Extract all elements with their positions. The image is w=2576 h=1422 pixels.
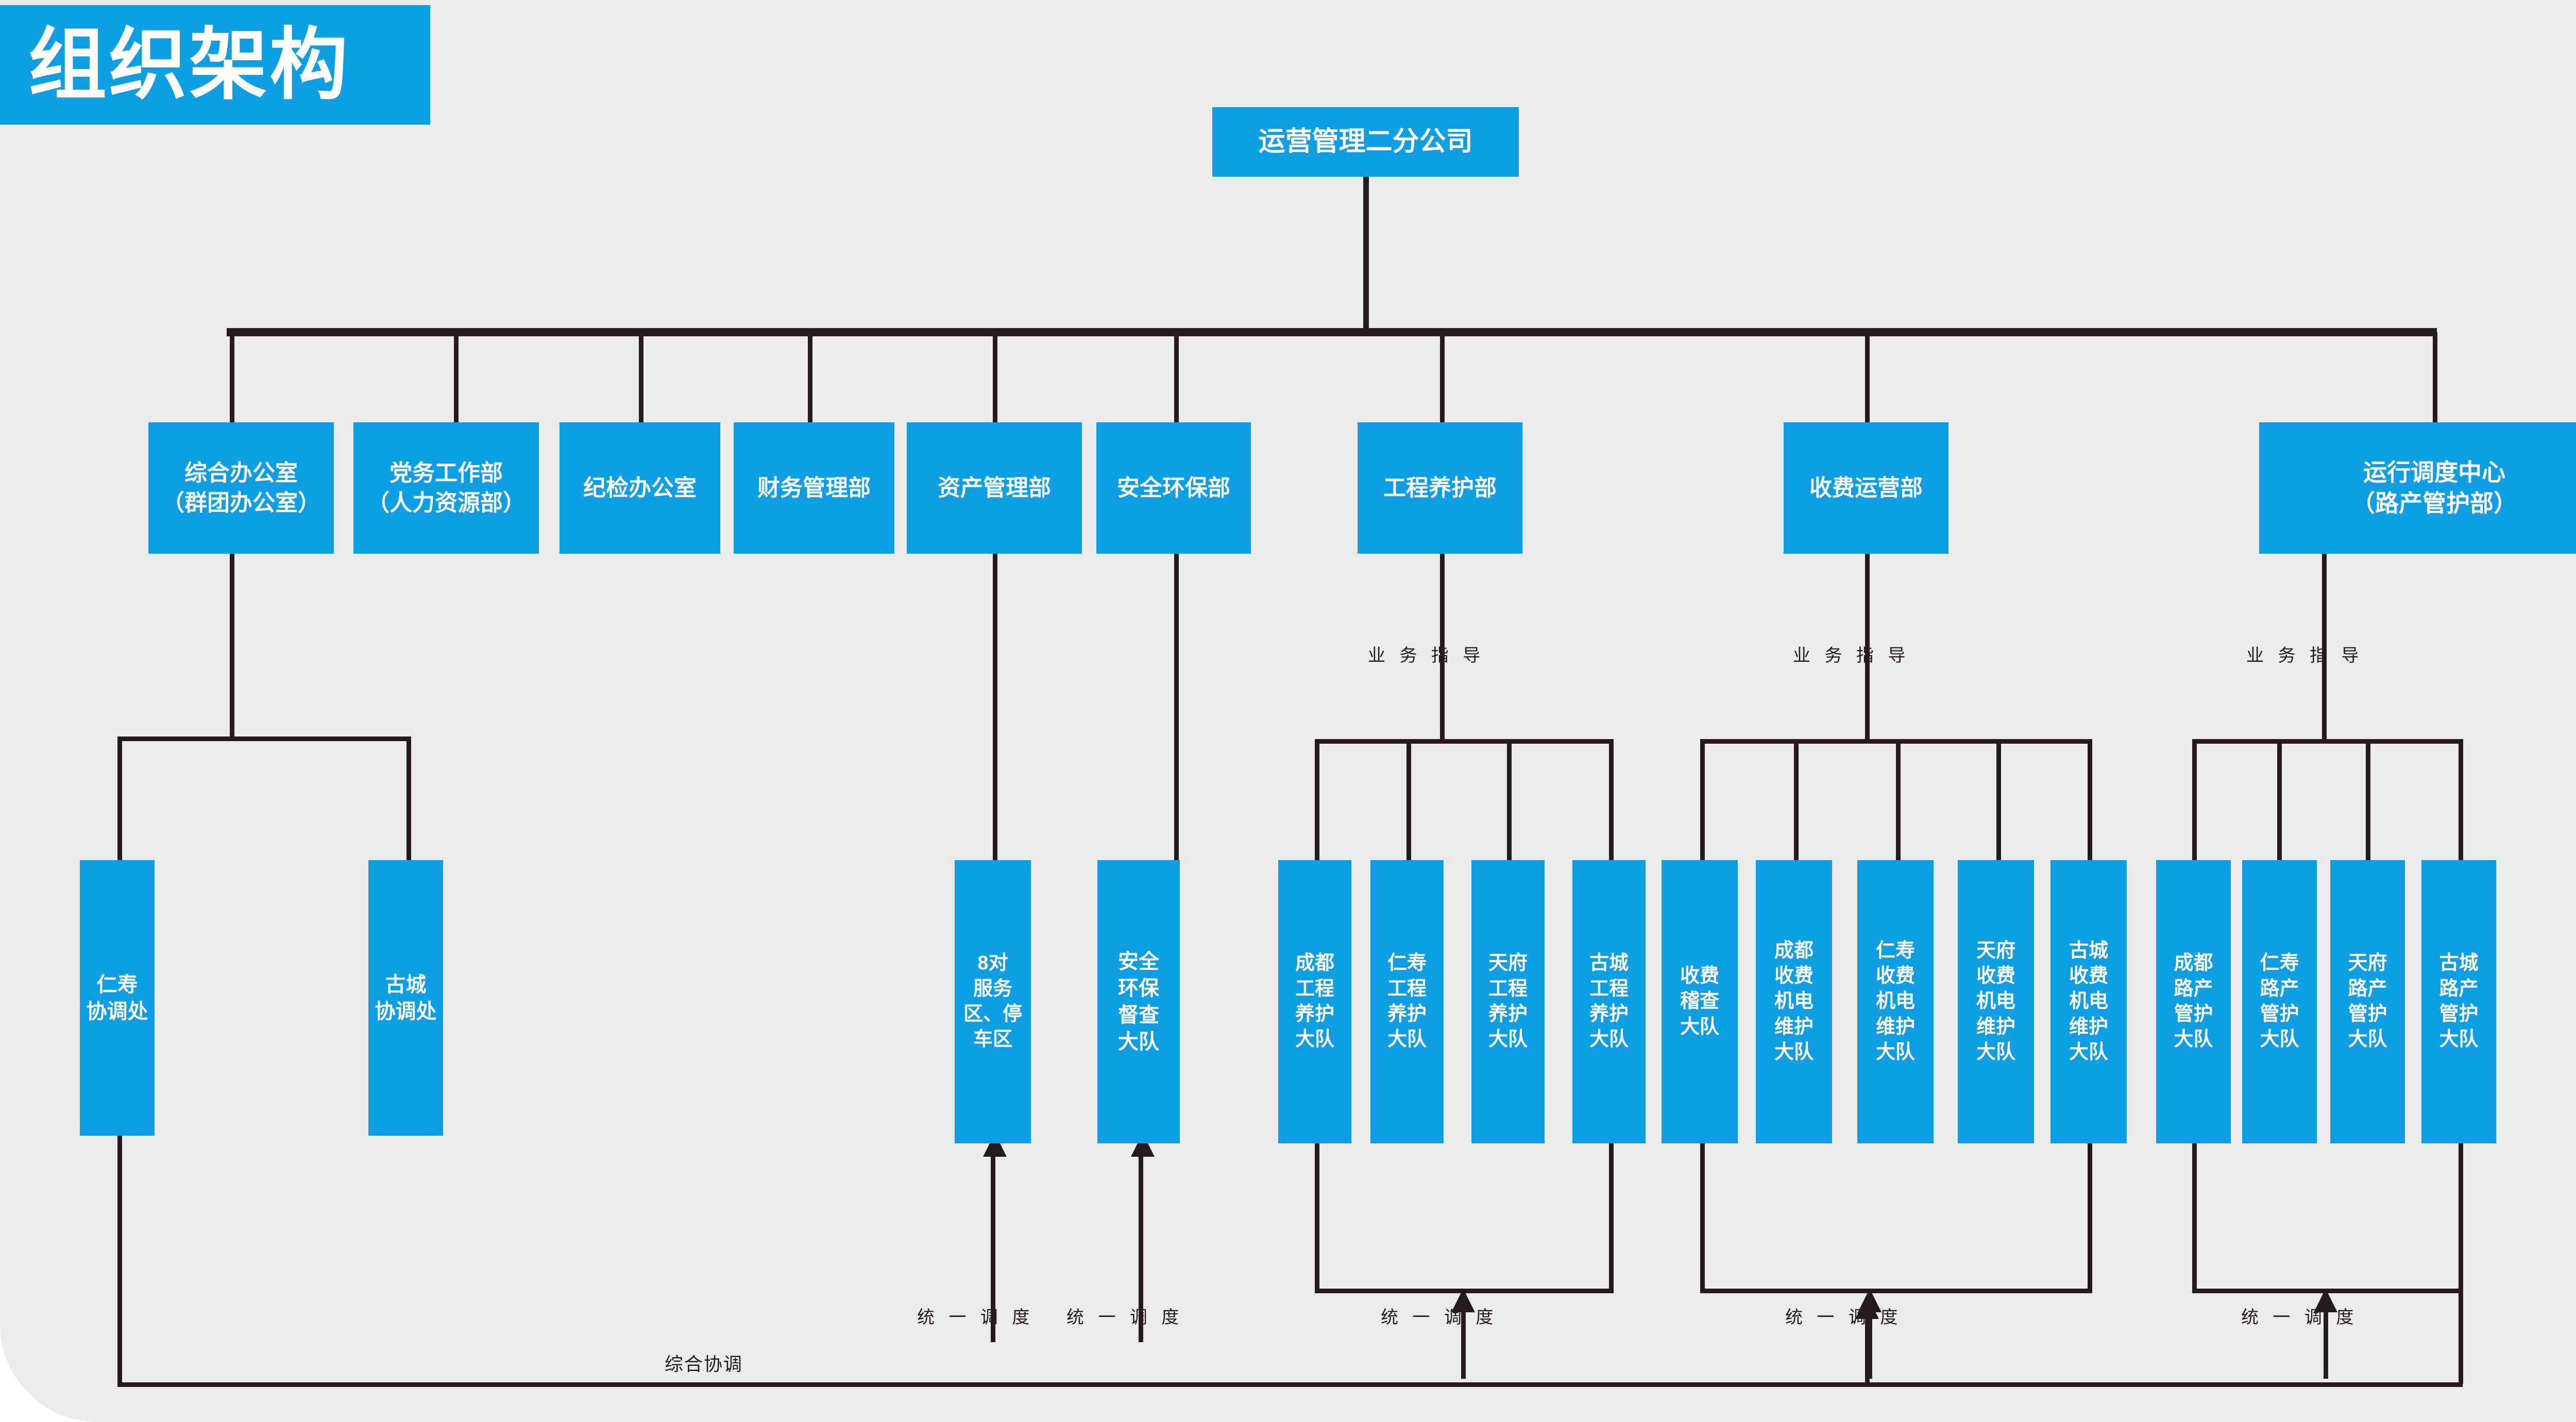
connector-eng-return-left [1315,1143,1319,1293]
node-dept-discipline[interactable]: 纪检办公室 [560,422,720,554]
connector-toll-return-bus [1700,1289,2092,1293]
connector-safety-arrow-stem [1139,1157,1143,1342]
connector-asset-to-servicearea [993,554,997,860]
connector-toll-return-left [1700,1143,1705,1293]
connector-eng-drop-rs [1406,739,1411,860]
connector-main-bus [227,328,2437,336]
connector-eng-drop-tf [1507,739,1512,860]
connector-toll-drop-rs [1896,739,1901,860]
connector-drop-toll [1865,332,1870,422]
connector-office-to-renshou [117,736,122,860]
connector-road-drop-cd [2192,739,2197,860]
node-dept-office[interactable]: 综合办公室 （群团办公室） [148,422,334,554]
node-unit-renshou-coordination[interactable]: 仁寿 协调处 [80,860,155,1136]
node-dept-finance[interactable]: 财务管理部 [734,422,894,554]
connector-toll-drop-gc [2088,739,2092,860]
node-dept-toll[interactable]: 收费运营部 [1784,422,1948,554]
connector-drop-asset [993,332,997,422]
arrow-coordination [1855,1295,1879,1319]
node-dept-party[interactable]: 党务工作部 （人力资源部） [353,422,539,554]
page-title-banner: 组织架构 [0,5,430,125]
arrow-eng-dispatch [1451,1289,1475,1312]
connector-toll-drop-audit [1700,739,1705,860]
connector-road-return-right [2459,1143,2463,1293]
edge-label-unified-dispatch-2: 统 一 调 度 [1066,1308,1184,1327]
connector-servicearea-arrow-stem [991,1157,995,1342]
connector-toll-drop-tf [1996,739,2001,860]
node-unit-service-parking-areas[interactable]: 8对 服务 区、停 车区 [955,860,1031,1143]
connector-road-drop-tf [2366,739,2370,860]
connector-drop-office [230,332,234,422]
edge-label-comprehensive-coordination: 综合协调 [665,1354,743,1375]
node-dept-dispatch[interactable]: 运行调度中心 （路产管护部） [2259,422,2576,554]
connector-road-drop-gc [2459,739,2463,860]
node-unit-tianfu-toll-maintenance-brigade[interactable]: 天府 收费 机电 维护 大队 [1958,860,2034,1143]
node-dept-safety[interactable]: 安全环保部 [1096,422,1251,554]
connector-office-bus [117,736,411,741]
connector-drop-dispatch [2433,332,2437,422]
node-unit-chengdu-engineering-brigade[interactable]: 成都 工程 养护 大队 [1278,860,1351,1143]
node-unit-gucheng-toll-maintenance-brigade[interactable]: 古城 收费 机电 维护 大队 [2050,860,2127,1143]
connector-eng-drop-cd [1315,739,1319,860]
connector-drop-discipline [639,332,643,422]
node-unit-renshou-road-brigade[interactable]: 仁寿 路产 管护 大队 [2242,860,2317,1143]
connector-office-to-gucheng [406,736,411,860]
node-unit-renshou-engineering-brigade[interactable]: 仁寿 工程 养护 大队 [1370,860,1444,1143]
connector-road-drop-rs [2277,739,2282,860]
connector-toll-drop-cd [1794,739,1799,860]
node-unit-renshou-toll-maintenance-brigade[interactable]: 仁寿 收费 机电 维护 大队 [1857,860,1934,1143]
connector-drop-finance [808,332,812,422]
connector-coordination-arrow-stem [1865,1318,1870,1385]
node-unit-gucheng-road-brigade[interactable]: 古城 路产 管护 大队 [2421,860,2496,1143]
node-unit-gucheng-engineering-brigade[interactable]: 古城 工程 养护 大队 [1572,860,1646,1143]
edge-label-business-guidance-2: 业 务 指 导 [1793,646,1910,665]
connector-coordination-right-bus [1865,1382,2463,1387]
connector-road-return-arrow-stem [2324,1289,2328,1379]
node-unit-chengdu-road-brigade[interactable]: 成都 路产 管护 大队 [2156,860,2231,1143]
connector-eng-return-right [1609,1143,1614,1293]
connector-safety-to-inspection [1174,554,1179,860]
connector-toll-return-arrow-stem [1868,1289,1872,1379]
connector-toll-stem [1865,554,1870,742]
connector-dispatch-bus [2192,739,2463,744]
node-unit-safety-inspection-brigade[interactable]: 安全 环保 督查 大队 [1097,860,1180,1143]
connector-drop-engineering [1440,332,1445,422]
edge-label-unified-dispatch-4: 统 一 调 度 [1785,1308,1903,1327]
connector-dispatch-stem [2322,554,2327,742]
connector-road-return-left [2192,1143,2197,1293]
edge-label-unified-dispatch-1: 统 一 调 度 [917,1308,1035,1327]
connector-eng-drop-gc [1609,739,1614,860]
node-unit-toll-audit-brigade[interactable]: 收费 稽查 大队 [1662,860,1738,1143]
edge-label-business-guidance-1: 业 务 指 导 [1368,646,1485,665]
edge-label-unified-dispatch-3: 统 一 调 度 [1381,1308,1498,1327]
connector-drop-safety [1174,332,1179,422]
connector-eng-return-arrow-stem [1461,1289,1466,1379]
connector-engineering-stem [1440,554,1445,742]
connector-drop-party [454,332,459,422]
connector-root-stem [1363,177,1369,332]
node-root-company[interactable]: 运营管理二分公司 [1212,107,1519,177]
arrow-road-dispatch [2314,1289,2337,1312]
connector-toll-return-right [2088,1143,2092,1293]
connector-engineering-bus [1315,739,1614,744]
node-dept-engineering[interactable]: 工程养护部 [1358,422,1522,554]
node-unit-gucheng-coordination[interactable]: 古城 协调处 [368,860,443,1136]
page-title: 组织架构 [28,21,350,109]
connector-office-stem [230,554,234,739]
node-unit-chengdu-toll-maintenance-brigade[interactable]: 成都 收费 机电 维护 大队 [1756,860,1832,1143]
node-dept-asset[interactable]: 资产管理部 [907,422,1082,554]
connector-coordination-right-riser [2459,1289,2463,1384]
connector-coordination-bus [117,1382,1869,1387]
node-unit-tianfu-road-brigade[interactable]: 天府 路产 管护 大队 [2330,860,2405,1143]
edge-label-unified-dispatch-5: 统 一 调 度 [2241,1308,2359,1327]
node-unit-tianfu-engineering-brigade[interactable]: 天府 工程 养护 大队 [1471,860,1545,1143]
edge-label-business-guidance-3: 业 务 指 导 [2246,646,2364,665]
